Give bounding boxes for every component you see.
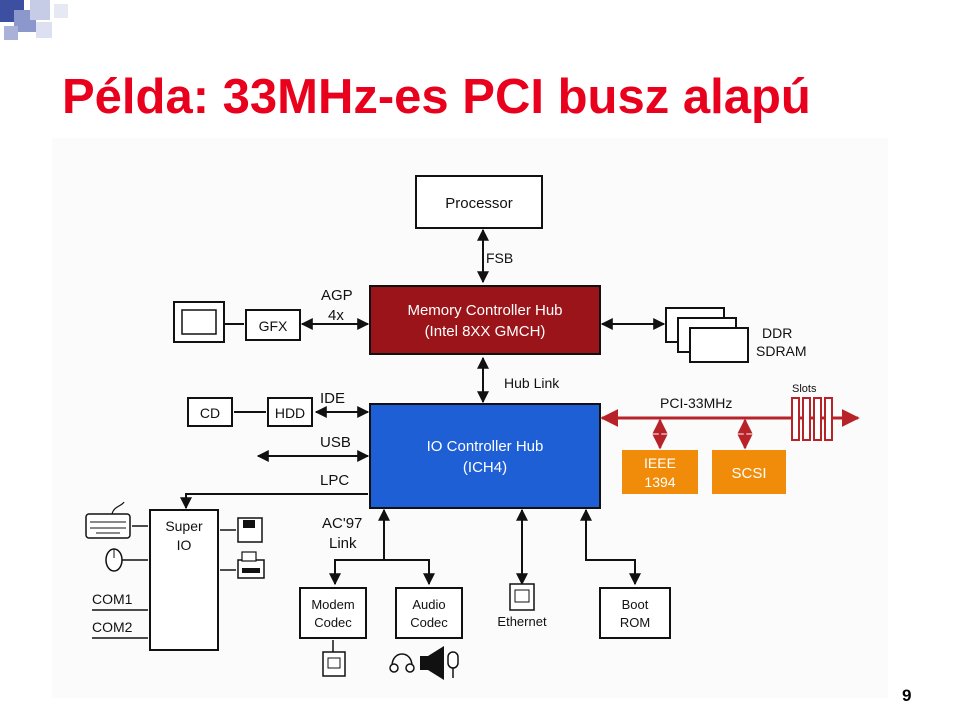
- modem-codec-block: Modem Codec: [299, 587, 367, 639]
- hdd-block: HDD: [267, 397, 313, 427]
- ethernet-jack-icon: [509, 583, 535, 611]
- agp-speed-label: 4x: [328, 307, 344, 324]
- hub-link-label: Hub Link: [504, 375, 560, 391]
- super-io-label-line1: Super: [165, 518, 203, 534]
- block-diagram-svg: Processor FSB Memory Controller Hub (Int…: [52, 138, 888, 698]
- corner-squares-graphic: [0, 0, 68, 40]
- super-io-label-line2: IO: [177, 537, 192, 553]
- ide-text: IDE: [320, 390, 345, 407]
- mch-label-line2: (Intel 8XX GMCH): [425, 323, 546, 340]
- ieee-label-line2: 1394: [644, 474, 675, 490]
- super-io-block: Super IO: [149, 509, 219, 651]
- page-number: 9: [902, 686, 912, 705]
- cd-label: CD: [200, 405, 220, 421]
- fsb-label: FSB: [486, 250, 513, 266]
- audio-label-line1: Audio: [412, 597, 445, 612]
- ddr-label: DDR: [762, 325, 792, 341]
- ich-label-line1: IO Controller Hub: [427, 438, 544, 455]
- scsi-label: SCSI: [731, 465, 766, 482]
- pci-label: PCI-33MHz: [660, 395, 732, 411]
- audio-codec-block: Audio Codec: [395, 587, 463, 639]
- ieee-1394-block: IEEE 1394: [622, 450, 698, 494]
- mch-label-line1: Memory Controller Hub: [407, 302, 562, 319]
- agp-label: AGP: [321, 287, 353, 304]
- modem-label-line2: Codec: [314, 615, 352, 630]
- floppy-icon: [220, 517, 263, 543]
- hdd-label: HDD: [275, 405, 305, 421]
- monitor-icon: [173, 301, 225, 343]
- processor-label: Processor: [445, 195, 513, 212]
- scsi-block: SCSI: [712, 450, 786, 494]
- gfx-label: GFX: [259, 318, 288, 334]
- boot-rom-block: Boot ROM: [599, 587, 671, 639]
- modem-label-line1: Modem: [311, 597, 354, 612]
- usb-label: USB: [320, 434, 351, 451]
- boot-rom-connector: [580, 508, 641, 586]
- printer-icon: [220, 551, 265, 579]
- com1-label: COM1: [92, 591, 133, 607]
- speaker-icon: [420, 646, 444, 680]
- boot-label-line2: ROM: [620, 615, 650, 630]
- ac97-label: AC'97: [322, 515, 362, 532]
- cd-block: CD: [187, 397, 233, 427]
- audio-label-line2: Codec: [410, 615, 448, 630]
- keyboard-icon: [85, 501, 131, 539]
- ethernet-label: Ethernet: [497, 614, 547, 629]
- microphone-icon: [447, 651, 459, 678]
- sdram-modules-icon: [665, 307, 749, 363]
- lpc-label: LPC: [320, 472, 349, 489]
- lpc-connector: [180, 493, 368, 510]
- sdram-label: SDRAM: [756, 343, 807, 359]
- pci-platform-diagram: Processor FSB Memory Controller Hub (Int…: [52, 138, 888, 698]
- ac97-audio-connector: [384, 559, 435, 586]
- boot-label-line1: Boot: [622, 597, 649, 612]
- memory-controller-hub-block: Memory Controller Hub (Intel 8XX GMCH): [369, 285, 601, 355]
- ac97-modem-connector: [329, 508, 390, 586]
- corner-decoration: [0, 0, 80, 50]
- processor-block: Processor: [415, 175, 543, 229]
- ich-label-line2: (ICH4): [463, 459, 507, 476]
- com2-label: COM2: [92, 619, 133, 635]
- pci-slots-icon: [791, 397, 833, 441]
- slots-label: Slots: [792, 383, 817, 395]
- gfx-block: GFX: [245, 309, 301, 341]
- ac97-link-label: Link: [329, 535, 357, 552]
- mouse-icon: [105, 548, 148, 572]
- phone-jack-icon: [322, 651, 346, 677]
- headphones-icon: [389, 653, 415, 673]
- ieee-label-line1: IEEE: [644, 455, 676, 471]
- io-controller-hub-block: IO Controller Hub (ICH4): [369, 403, 601, 509]
